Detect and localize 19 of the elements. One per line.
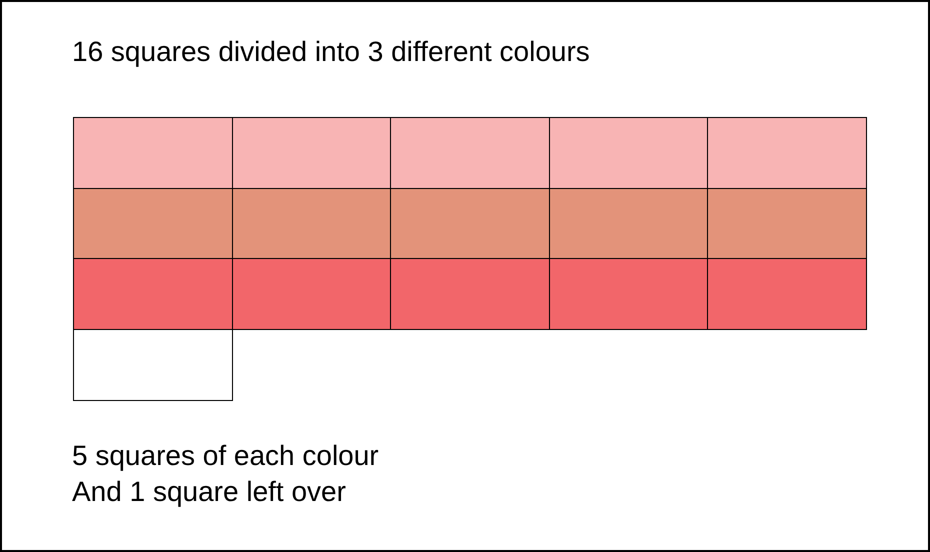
square <box>232 188 392 260</box>
square <box>548 258 708 330</box>
square <box>232 258 392 330</box>
square <box>390 258 550 330</box>
square <box>548 188 708 260</box>
square <box>390 188 550 260</box>
title: 16 squares divided into 3 different colours <box>72 36 590 68</box>
square <box>390 117 550 189</box>
square <box>73 328 233 400</box>
note-text: 5 squares of each colour <box>72 440 379 472</box>
square <box>707 258 867 330</box>
square <box>232 117 392 189</box>
square <box>73 258 233 330</box>
square <box>73 188 233 260</box>
note-text: And 1 square left over <box>72 476 346 508</box>
square <box>548 117 708 189</box>
square <box>707 117 867 189</box>
square <box>73 117 233 189</box>
square <box>707 188 867 260</box>
